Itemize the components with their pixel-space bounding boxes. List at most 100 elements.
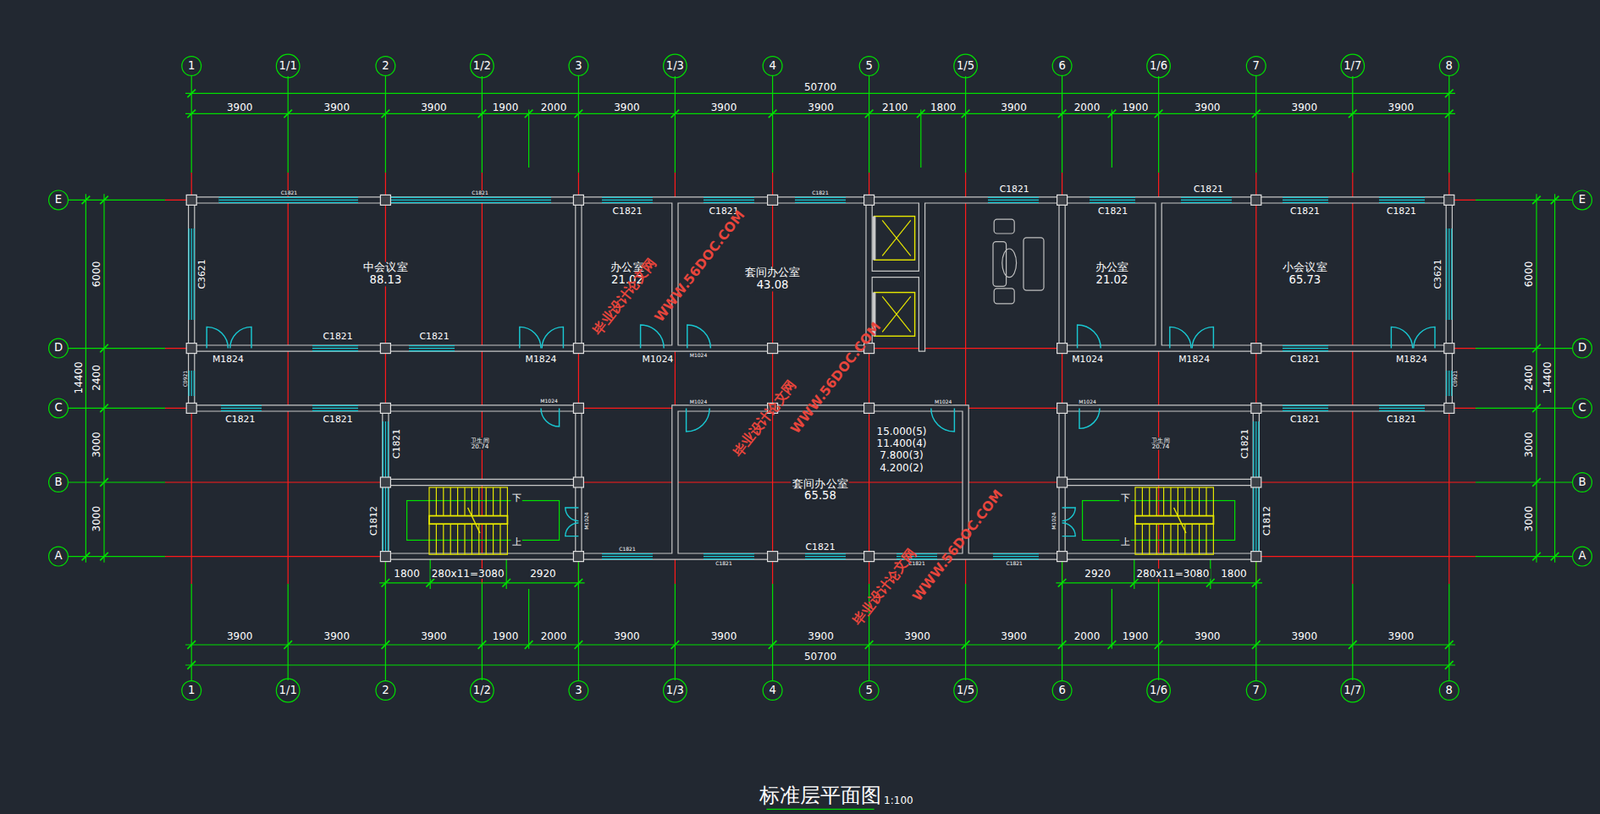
wall bbox=[191, 199, 1450, 557]
extension-line bbox=[920, 110, 922, 168]
column bbox=[1057, 343, 1068, 354]
room-area: 88.13 bbox=[368, 274, 403, 287]
dimension-text: 3000 bbox=[1524, 430, 1535, 459]
axis-line bbox=[1351, 172, 1353, 585]
window bbox=[312, 405, 359, 412]
annotation-text: C0921 bbox=[182, 369, 188, 389]
axis-line bbox=[1475, 199, 1573, 201]
furniture bbox=[1023, 237, 1044, 291]
annotation-text: M1024 bbox=[933, 399, 954, 405]
annotation-text: C1812 bbox=[1263, 505, 1273, 537]
window bbox=[312, 408, 359, 409]
axis-number: 4 bbox=[768, 60, 776, 72]
axis-number: 1 bbox=[187, 60, 195, 72]
dimension-tick bbox=[1058, 110, 1067, 119]
axis-number: C bbox=[54, 402, 62, 414]
axis-bubble: D bbox=[1572, 338, 1593, 359]
annotation-text: C1821 bbox=[224, 414, 256, 425]
room-label-group: 卫生间20.74 bbox=[1150, 437, 1171, 451]
dimension-tick bbox=[187, 640, 196, 650]
window bbox=[388, 199, 552, 201]
window bbox=[703, 197, 755, 204]
stair-break-line bbox=[468, 507, 480, 534]
window bbox=[1379, 406, 1425, 411]
annotation-text: C1821 bbox=[811, 190, 830, 196]
dimension-tick bbox=[1445, 661, 1454, 670]
annotation-text: C1821 bbox=[1385, 206, 1418, 216]
window bbox=[1445, 370, 1452, 397]
annotation-text: M1024 bbox=[1077, 399, 1098, 405]
dimension-tick bbox=[1445, 89, 1454, 99]
axis-line bbox=[1475, 556, 1573, 558]
dimension-line bbox=[185, 113, 1456, 115]
axis-bubble: 1/7 bbox=[1340, 678, 1365, 704]
window bbox=[1446, 370, 1452, 397]
window bbox=[601, 197, 653, 204]
axis-number: 3 bbox=[574, 684, 582, 697]
axis-bubble: 1/3 bbox=[662, 54, 688, 79]
window bbox=[703, 199, 755, 201]
axis-bubble: 5 bbox=[859, 680, 880, 701]
room: 小会议室65.73 bbox=[1162, 203, 1446, 346]
column bbox=[380, 477, 391, 488]
dimension-tick bbox=[865, 110, 874, 119]
elevator-cross bbox=[882, 296, 911, 332]
window bbox=[312, 346, 359, 351]
axis-line bbox=[1255, 584, 1257, 681]
column bbox=[1444, 402, 1455, 414]
column bbox=[380, 551, 391, 563]
extension-line bbox=[1061, 558, 1063, 590]
dimension-tick bbox=[82, 552, 91, 562]
axis-number: A bbox=[54, 551, 62, 563]
axis-line bbox=[578, 76, 580, 173]
watermark: WWW.56DOC.COM bbox=[651, 208, 747, 325]
dimension-text: 2000 bbox=[1073, 631, 1102, 642]
column bbox=[1057, 402, 1068, 414]
window bbox=[1089, 199, 1136, 201]
axis-bubble: 1/5 bbox=[953, 678, 978, 704]
dimension-text: 3900 bbox=[322, 631, 351, 642]
furniture bbox=[993, 219, 1015, 234]
dimension-text: 1900 bbox=[1121, 631, 1150, 642]
window bbox=[1180, 198, 1232, 203]
door-swing bbox=[565, 507, 580, 522]
column bbox=[186, 402, 197, 414]
stair-handrail bbox=[429, 516, 508, 525]
dimension-tick bbox=[1348, 110, 1358, 119]
dimension-text: 2000 bbox=[1073, 102, 1102, 113]
axis-number: D bbox=[54, 342, 63, 355]
axis-bubble: 1 bbox=[181, 680, 202, 701]
dimension-text: 1800 bbox=[392, 568, 421, 580]
axis-line bbox=[191, 76, 193, 173]
window bbox=[794, 197, 846, 204]
elevator-cross bbox=[882, 220, 911, 256]
annotation-text: C1821 bbox=[279, 190, 298, 196]
column bbox=[573, 194, 584, 205]
dimension-line bbox=[1554, 193, 1556, 563]
window bbox=[312, 345, 359, 352]
wall-core bbox=[191, 199, 1450, 557]
window bbox=[1379, 405, 1425, 412]
window bbox=[993, 553, 1039, 560]
dimension-text: 1900 bbox=[1121, 102, 1150, 113]
axis-line bbox=[1061, 584, 1063, 681]
dimension-tick bbox=[574, 640, 584, 650]
annotation-text: 1:100 bbox=[882, 796, 915, 807]
axis-bubble: 2 bbox=[375, 680, 396, 701]
column bbox=[186, 194, 197, 205]
stair-handrail bbox=[1135, 516, 1214, 525]
window bbox=[382, 421, 389, 478]
annotation-text: 11.400(4) bbox=[875, 438, 927, 449]
axis-line bbox=[68, 556, 166, 558]
window bbox=[805, 554, 846, 559]
axis-line bbox=[868, 76, 870, 173]
dimension-text: 3900 bbox=[322, 102, 351, 113]
window bbox=[1379, 197, 1425, 204]
axis-line bbox=[481, 76, 483, 173]
dimension-text: 3900 bbox=[1193, 631, 1222, 642]
column bbox=[380, 194, 391, 205]
dimension-tick bbox=[1550, 552, 1560, 562]
window bbox=[601, 199, 653, 201]
window bbox=[383, 421, 388, 478]
